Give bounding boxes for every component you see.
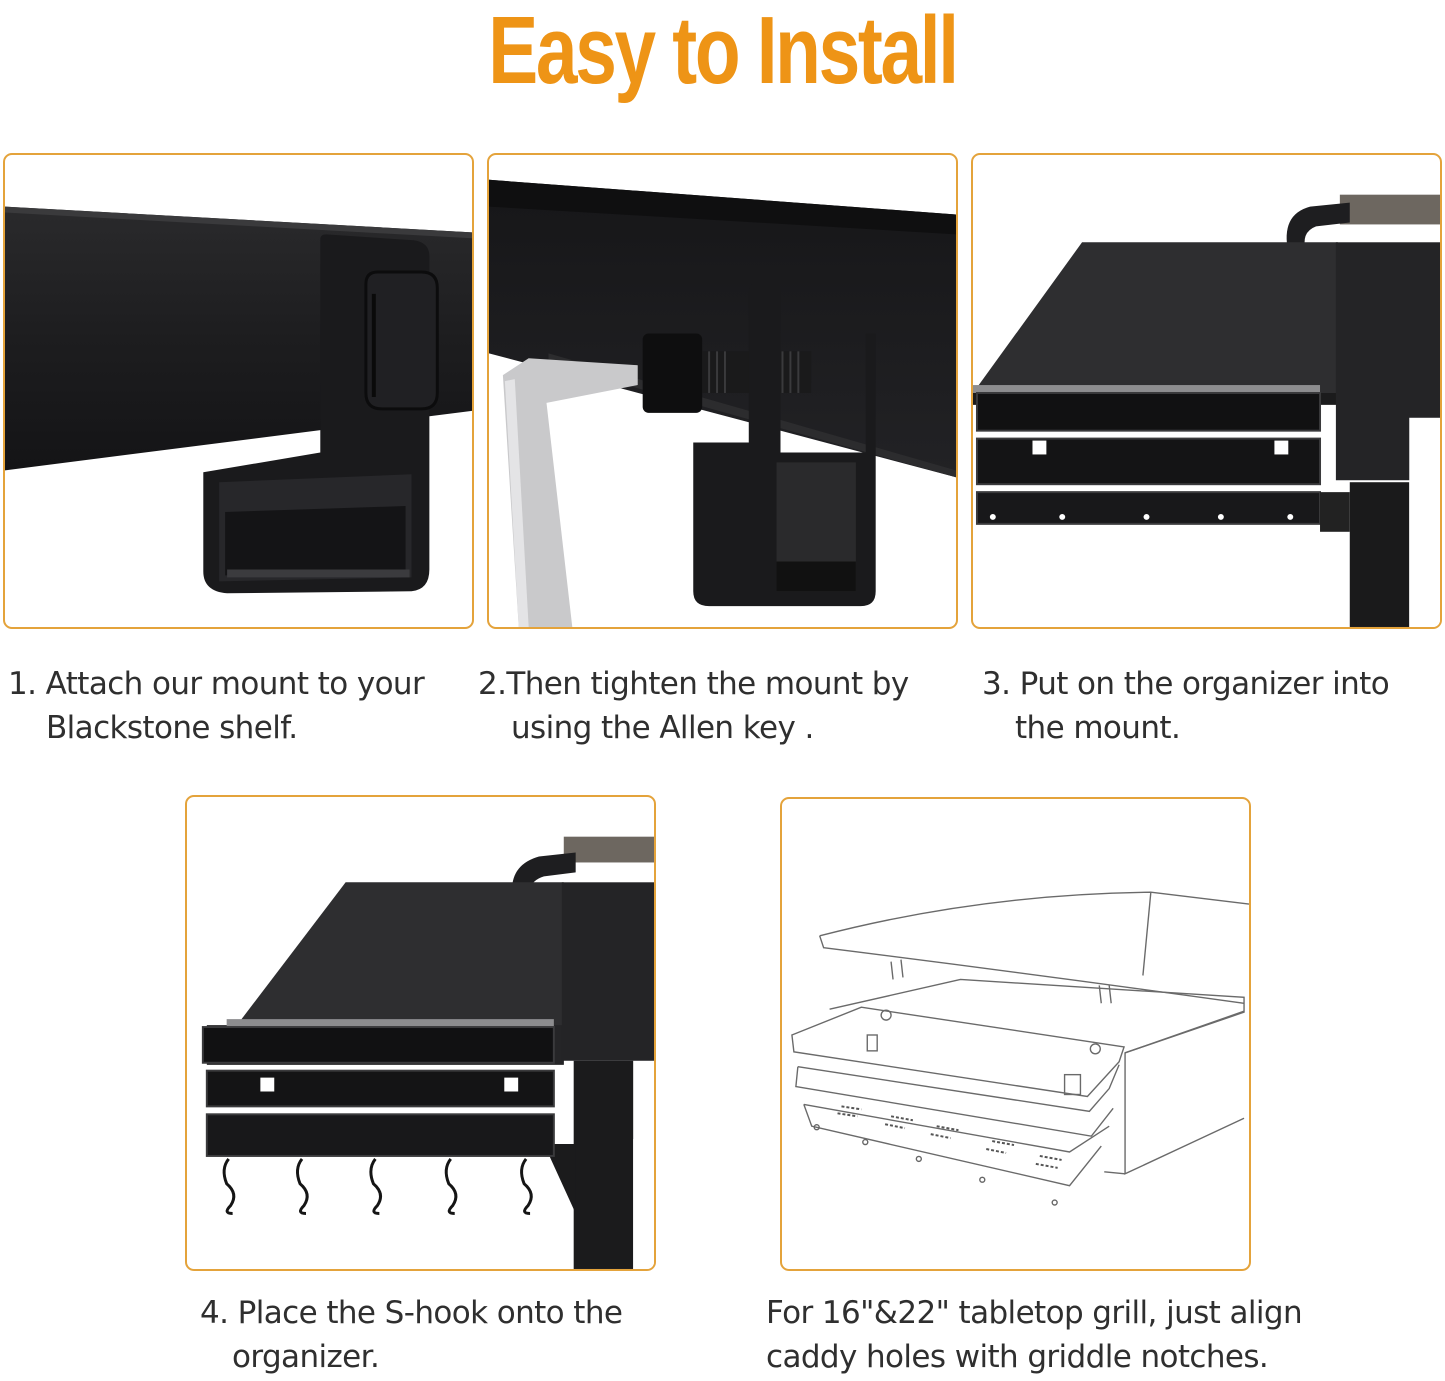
nut — [642, 333, 703, 413]
step-1-image — [3, 153, 474, 629]
lid-outline — [819, 891, 1249, 937]
griddle-body — [561, 882, 654, 1061]
organizer-on-shelf-illustration — [973, 194, 1440, 627]
step-text-line1: Attach our mount to your — [45, 666, 425, 702]
tabletop-caption: For 16"&22" tabletop grill, just align c… — [766, 1291, 1303, 1379]
step-4-caption: 4. Place the S-hook onto the organizer. — [200, 1291, 623, 1379]
tabletop-image — [780, 797, 1251, 1271]
step-2-caption: 2.Then tighten the mount by using the Al… — [478, 662, 909, 750]
step-number: 3. — [982, 666, 1011, 702]
step-text-line2: organizer. — [232, 1339, 380, 1375]
tabletop-line-drawing — [791, 891, 1249, 1206]
s-hook-organizer-illustration — [201, 836, 654, 1269]
shelf-underside — [489, 179, 956, 478]
step-number: 2. — [478, 666, 507, 702]
step-text-line1: For 16"&22" tabletop grill, just align — [766, 1295, 1303, 1331]
step-4-image — [185, 795, 656, 1271]
organizer — [975, 391, 1322, 525]
side-shelf — [973, 242, 1338, 393]
step-text-line1: Put on the organizer into — [1019, 666, 1390, 702]
step-text-line2: using the Allen key . — [511, 710, 814, 746]
step-text-line2: the mount. — [1015, 710, 1181, 746]
allen-key-illustration — [489, 179, 956, 627]
step-text-line1: Place the S-hook onto the — [237, 1295, 623, 1331]
step-2-image — [487, 153, 958, 629]
organizer — [201, 1019, 555, 1157]
step-number: 4. — [200, 1295, 229, 1331]
allen-key — [502, 358, 638, 627]
s-hooks — [222, 1157, 533, 1215]
mount-clip — [364, 270, 439, 411]
step-number: 1. — [8, 666, 37, 702]
step-text-line2: Blackstone shelf. — [46, 710, 298, 746]
griddle-handle — [1286, 202, 1350, 253]
step-1-caption: 1. Attach our mount to your Blackstone s… — [8, 662, 425, 750]
step-3-image — [971, 153, 1442, 629]
caddy-outline — [791, 1006, 1125, 1187]
mount-on-shelf-illustration — [5, 206, 472, 594]
step-3-caption: 3. Put on the organizer into the mount. — [982, 662, 1390, 750]
page-title: Easy to Install — [488, 0, 959, 104]
step-text-line1: Then tighten the mount by — [506, 666, 909, 702]
step-text-line2: caddy holes with griddle notches. — [766, 1339, 1269, 1375]
